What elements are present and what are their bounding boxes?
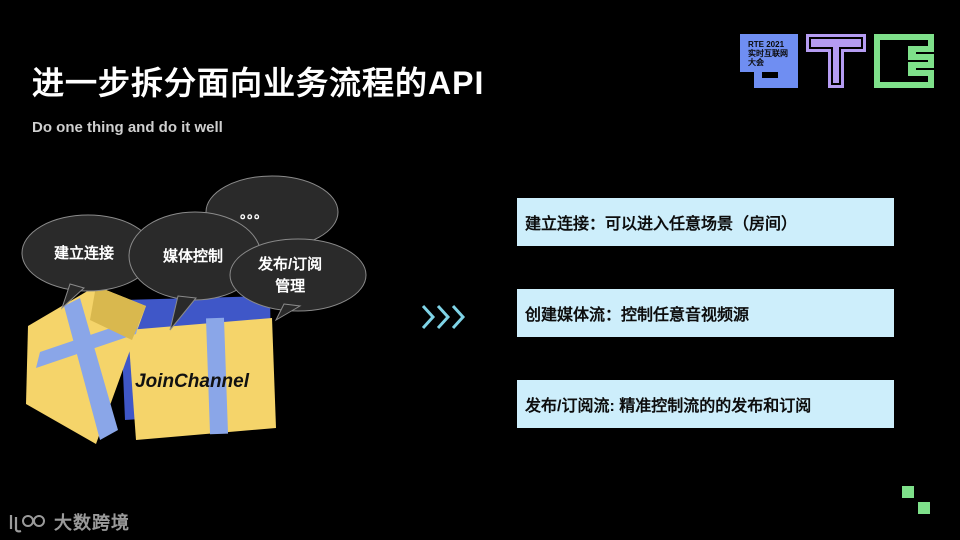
slide-subtitle: Do one thing and do it well (32, 119, 223, 136)
bubble-ellipsis: 。。。 (240, 205, 268, 221)
pixel-squares-decoration (902, 486, 930, 514)
bubble-connect: 建立连接 (54, 245, 115, 262)
brand-logo-icon (9, 515, 45, 533)
rte-logo (740, 34, 934, 88)
point-connect: 建立连接：可以进入任意场景（房间） (517, 198, 894, 246)
point-publish-subscribe: 发布/订阅流: 精准控制流的的发布和订阅 (517, 380, 894, 428)
rte-logo-caption-line1: RTE 2021 (748, 40, 785, 49)
rte-logo-caption-line2: 实时互联网大会 (748, 49, 788, 67)
rte-logo-caption: RTE 2021 实时互联网大会 (748, 40, 792, 67)
bubble-publish-subscribe-line1: 发布/订阅 (258, 256, 323, 273)
footer-watermark: 大数跨境 (8, 507, 130, 537)
chevron-right-icon (421, 304, 466, 330)
footer-brand: 大数跨境 (54, 513, 130, 533)
gift-box-illustration (21, 175, 367, 444)
bubble-publish-subscribe-line2: 管理 (275, 278, 306, 295)
bubble-media-control: 媒体控制 (163, 248, 224, 265)
point-media-stream: 创建媒体流：控制任意音视频源 (517, 289, 894, 337)
slide-title: 进一步拆分面向业务流程的API (32, 65, 485, 101)
join-channel-label: JoinChannel (135, 371, 250, 392)
bubble-publish-subscribe: 发布/订阅 管理 (258, 254, 322, 298)
